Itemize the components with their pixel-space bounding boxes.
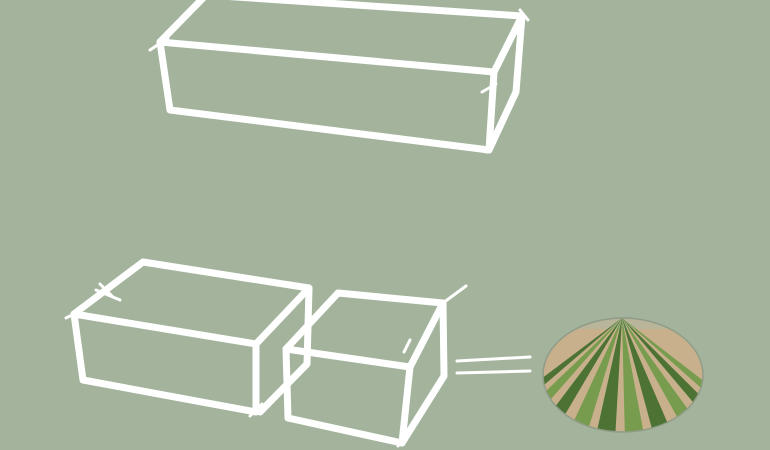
crop-field-image xyxy=(460,315,770,440)
crop-rows xyxy=(460,318,770,440)
small-box-left xyxy=(66,262,309,416)
small-box-right xyxy=(286,286,466,446)
large-box xyxy=(150,0,528,152)
equals-sign-icon xyxy=(457,357,530,373)
